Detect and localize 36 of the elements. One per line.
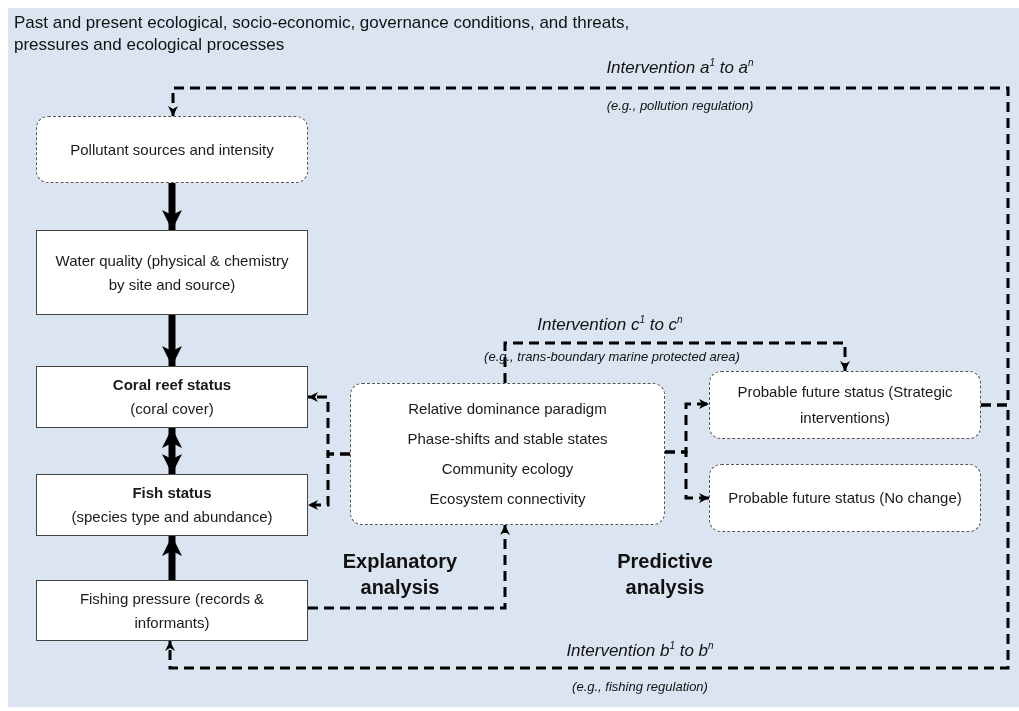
arrow xyxy=(308,525,510,610)
arrow xyxy=(162,536,182,580)
process-box xyxy=(36,474,308,536)
arrow xyxy=(503,341,850,383)
node-text: (species type and abundance) xyxy=(71,507,273,527)
node-text: Relative dominance paradigm xyxy=(408,399,607,419)
arrow xyxy=(162,183,182,230)
dashed-rounded-box xyxy=(709,371,981,439)
dashed-rounded-box xyxy=(350,383,665,525)
dashed-rounded-box xyxy=(36,116,308,183)
process-box xyxy=(36,230,308,315)
arrow xyxy=(165,403,1010,670)
node-text: (coral cover) xyxy=(130,399,214,419)
node-text: Phase-shifts and stable states xyxy=(407,429,608,449)
note-text: (e.g., fishing regulation) xyxy=(572,679,708,695)
node-text: Probable future status (No change) xyxy=(728,488,962,508)
node-text: Community ecology xyxy=(441,459,574,479)
arrow xyxy=(665,450,709,503)
node-text: Fish status xyxy=(132,483,212,503)
note-text: (e.g., pollution regulation) xyxy=(606,98,754,114)
node-text: Fishing pressure (records & informants) xyxy=(78,588,266,633)
note-text: (e.g., trans-boundary marine protected area) xyxy=(484,349,740,365)
node-text: Coral reef status xyxy=(112,375,232,395)
process-box xyxy=(36,366,308,428)
node-text: Ecosystem connectivity xyxy=(429,489,586,509)
node-text: Probable future status (Strategic interventions) xyxy=(736,382,954,428)
arrow xyxy=(308,452,350,510)
node-text: Water quality (physical & chemistry by site and source) xyxy=(54,250,290,295)
section-label: Explanatory analysis xyxy=(341,549,459,600)
arrow xyxy=(162,428,182,474)
node-text: Pollutant sources and intensity xyxy=(70,139,274,160)
dashed-rounded-box xyxy=(709,464,981,532)
diagram-title: Past and present ecological, socio-economic, governance conditions, and threats, pressures and ecological processes xyxy=(14,12,631,56)
process-box xyxy=(36,580,308,641)
arrow xyxy=(162,315,182,366)
section-label: Predictive analysis xyxy=(616,549,714,600)
